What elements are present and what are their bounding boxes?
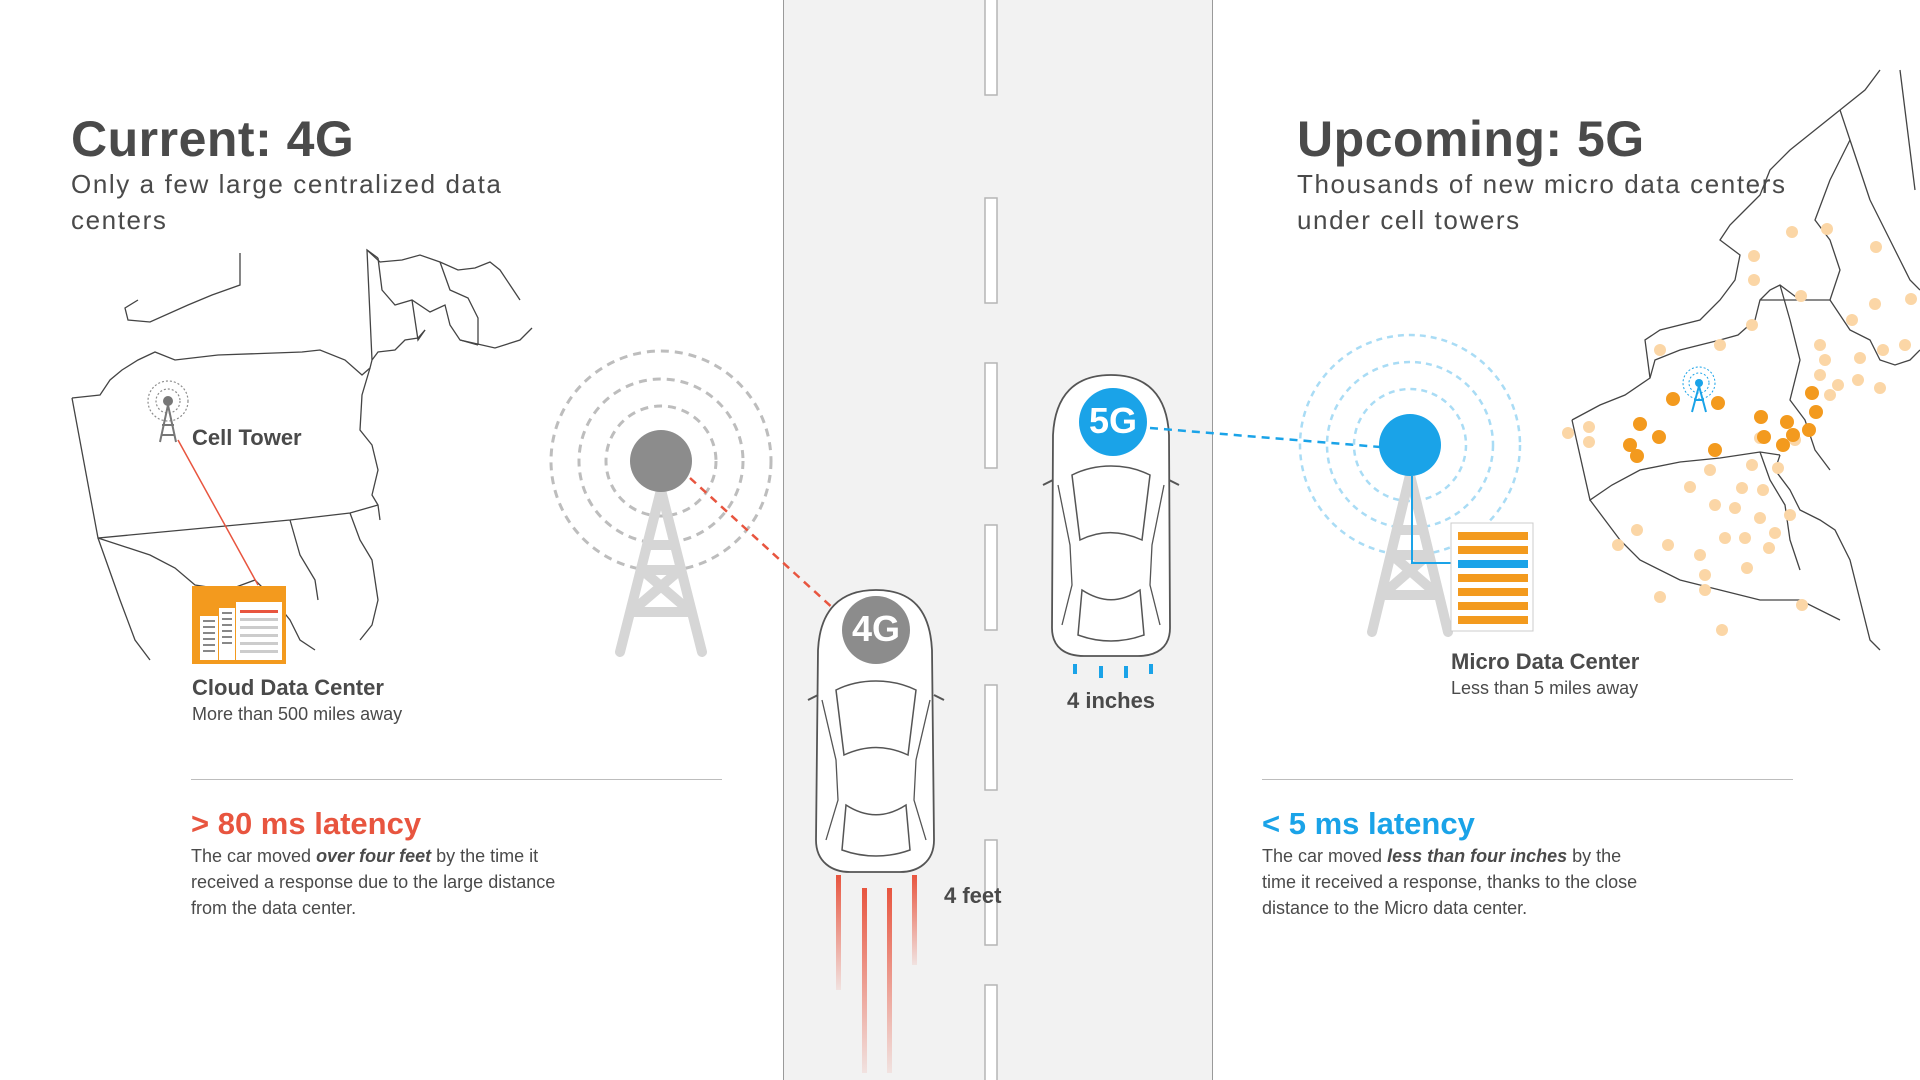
- right-latency: < 5 ms latency: [1262, 806, 1475, 841]
- left-divider: [191, 779, 722, 780]
- link-4g-line: [689, 477, 836, 611]
- cell-tower-label: Cell Tower: [192, 425, 302, 450]
- right-description: The car moved less than four inches by t…: [1262, 843, 1652, 921]
- map-dots-dark: [1623, 386, 1823, 463]
- left-desc-pre: The car moved: [191, 846, 317, 866]
- micro-dc-title: Micro Data Center: [1451, 649, 1640, 674]
- right-divider: [1262, 779, 1793, 780]
- left-map: [71, 248, 533, 661]
- left-latency: > 80 ms latency: [191, 806, 422, 841]
- car-5g-trails: [1073, 664, 1153, 678]
- tower-4g-icon: [549, 349, 773, 657]
- car-4g: [807, 589, 945, 873]
- car-5g-badge: 5G: [1088, 400, 1138, 441]
- car-4g-trails: [836, 875, 917, 1073]
- map-cell-tower-icon: [147, 380, 189, 443]
- right-desc-post: by the time it received a response, than…: [1262, 846, 1638, 918]
- distance-5g-label: 4 inches: [1067, 688, 1156, 713]
- map-5g-tower-icon: [1682, 366, 1716, 413]
- right-subtitle: Thousands of new micro data centers unde…: [1297, 169, 1787, 235]
- cloud-data-center-icon: [192, 586, 286, 664]
- link-5g-line: [1149, 426, 1381, 449]
- tower-dc-link-line: [1411, 476, 1460, 564]
- cloud-dc-subtitle: More than 500 miles away: [192, 704, 403, 724]
- map-dots-light: [1562, 223, 1917, 636]
- left-subtitle: Only a few large centralized data center…: [71, 169, 503, 235]
- car-5g: [1042, 374, 1180, 657]
- left-map-link-line: [177, 439, 259, 586]
- left-description: The car moved over four feet by the time…: [191, 843, 581, 921]
- cloud-dc-title: Cloud Data Center: [192, 675, 384, 700]
- micro-dc-subtitle: Less than 5 miles away: [1451, 678, 1639, 698]
- right-title: Upcoming: 5G: [1297, 111, 1645, 167]
- distance-4g-label: 4 feet: [944, 883, 1002, 908]
- left-title: Current: 4G: [71, 111, 355, 167]
- right-desc-pre: The car moved: [1262, 846, 1388, 866]
- left-desc-post: by the time it received a response due t…: [191, 846, 556, 918]
- right-desc-emphasis: less than four inches: [1387, 846, 1568, 866]
- left-desc-emphasis: over four feet: [316, 846, 432, 866]
- lane-markers: [984, 0, 998, 1080]
- tower-5g-icon: [1298, 333, 1522, 637]
- micro-data-center-icon: [1450, 522, 1534, 632]
- car-4g-badge: 4G: [851, 608, 901, 649]
- right-map: [1571, 69, 1920, 651]
